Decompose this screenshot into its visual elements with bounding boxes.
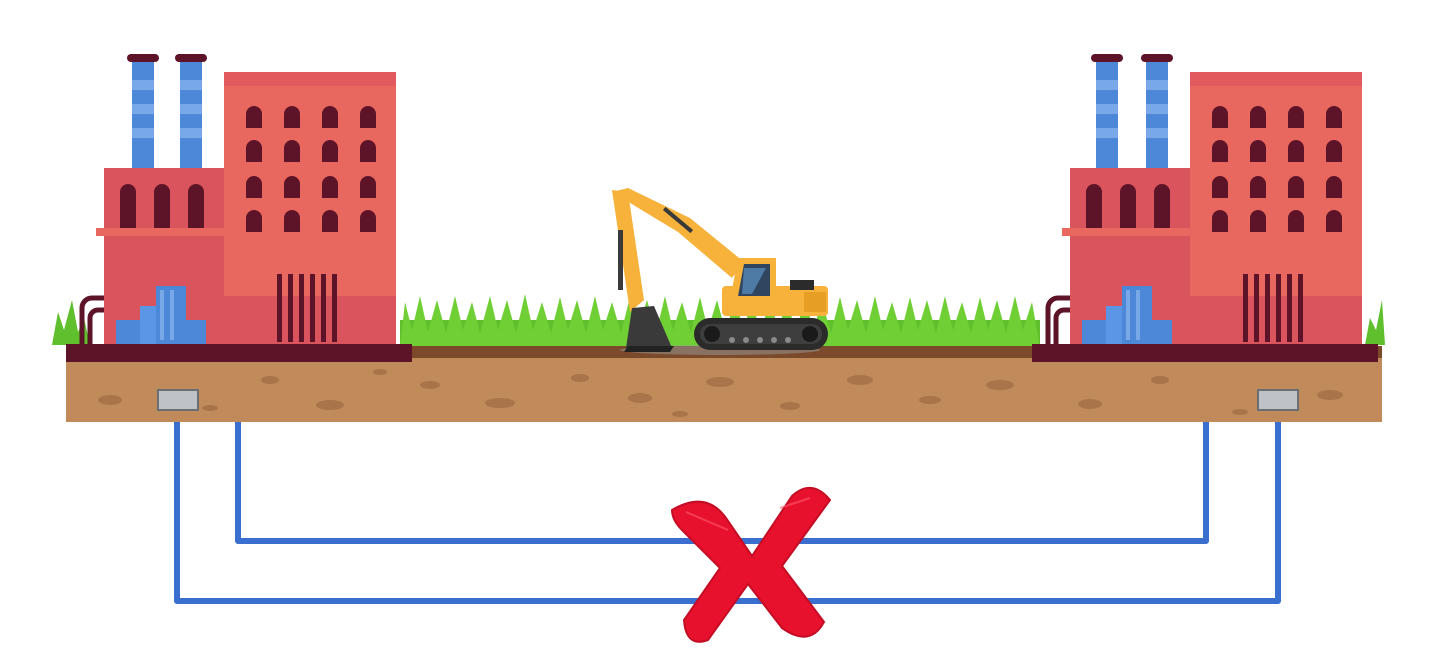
chimney-right-2	[1141, 54, 1173, 170]
left-connector-box	[157, 389, 199, 411]
cross-icon	[670, 487, 832, 643]
right-connector-box	[1257, 389, 1299, 411]
right-storage-tanks	[1082, 286, 1172, 344]
excavator-icon	[612, 188, 828, 355]
right-factory	[1032, 54, 1378, 411]
left-factory	[66, 54, 412, 411]
chimney-left-1	[127, 54, 159, 170]
left-storage-tanks	[116, 286, 206, 344]
chimney-right-1	[1091, 54, 1123, 170]
chimney-left-2	[175, 54, 207, 170]
